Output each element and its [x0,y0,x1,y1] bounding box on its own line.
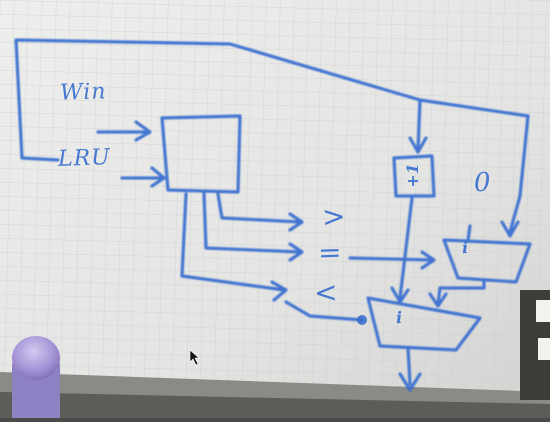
label-equals: = [317,235,343,270]
eq-to-mux-head [420,250,436,270]
label-adder: +1 [402,163,422,188]
comparator-box [160,114,242,194]
label-lru: LRU [57,145,112,172]
board-tray-shadow [0,392,550,418]
lt-to-mux-wire [284,300,364,322]
lt-wire-head [270,280,288,302]
adder-out-wire [398,196,414,300]
lt-junction-dot [357,315,367,325]
label-top-mux-select: i [461,237,469,258]
marker-pen [12,336,60,422]
lt-wire [180,192,286,292]
feedback-tap [416,98,422,152]
eq-wire-head [288,242,304,262]
gt-wire-head [288,212,304,232]
gt-wire [216,192,302,224]
feedback-wire [14,38,530,234]
adder-out-head [390,286,410,304]
lru-arrow-head [150,166,166,188]
eq-to-mux-wire [348,256,434,262]
feedback-right-arrow [500,220,520,238]
mouse-cursor [189,349,200,366]
right-frame-item-2 [538,338,550,360]
top-mux-in-left [466,224,472,242]
board-grid [0,0,550,390]
circuit-sketch [14,38,532,392]
label-zero: 0 [473,167,492,199]
marker-cap [12,336,60,380]
top-mux-out-head [428,292,448,308]
adder-box [392,154,436,198]
label-less-than: < [313,275,339,310]
label-bottom-mux-select: i [395,307,403,328]
top-mux [442,238,532,284]
eq-wire [202,192,302,254]
top-mux-out [436,278,486,306]
win-arrow-head [134,120,152,142]
bottom-mux-out [406,346,412,386]
bottom-mux-out-head [398,372,422,392]
right-frame-item-1 [536,300,550,322]
bottom-mux [366,296,482,352]
label-win: Win [59,79,107,106]
feedback-tap-arrow [408,136,428,154]
label-greater-than: > [321,199,347,234]
